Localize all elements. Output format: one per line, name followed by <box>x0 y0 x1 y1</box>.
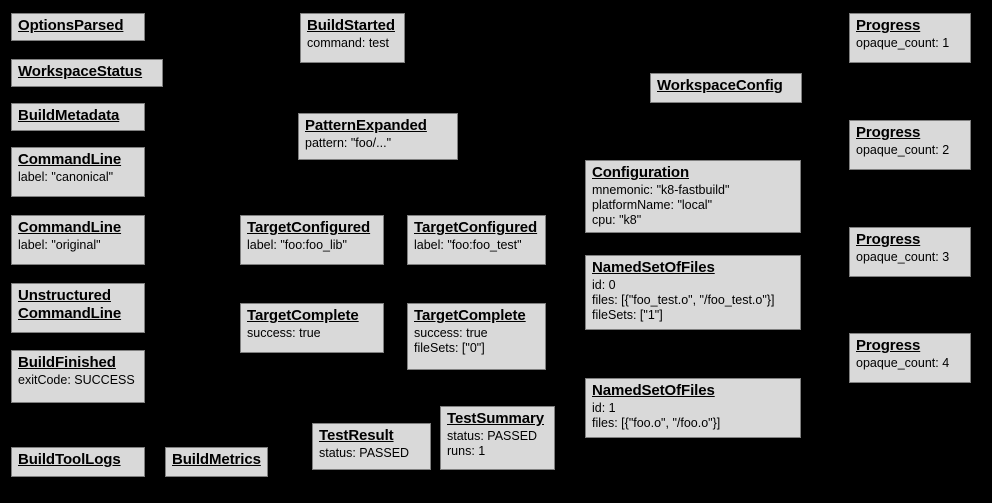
node-field: mnemonic: "k8-fastbuild" <box>592 183 730 197</box>
node-field: label: "foo:foo_test" <box>414 238 522 252</box>
node-title: BuildFinished <box>18 354 116 371</box>
node-field: status: PASSED <box>447 429 538 443</box>
node-field: id: 0 <box>592 278 616 292</box>
node-field: status: PASSED <box>319 446 410 460</box>
node-title: TargetConfigured <box>247 219 371 236</box>
node-field: success: true <box>247 326 321 340</box>
node-workspace-status[interactable]: WorkspaceStatus <box>11 59 163 87</box>
node-title: Progress <box>856 231 921 248</box>
node-pattern-expanded[interactable]: PatternExpanded pattern: "foo/..." <box>298 113 458 160</box>
node-build-finished[interactable]: BuildFinished exitCode: SUCCESS <box>11 350 145 403</box>
node-fields: opaque_count: 4 <box>856 356 964 371</box>
node-progress-1[interactable]: Progress opaque_count: 1 <box>849 13 971 63</box>
node-field: opaque_count: 3 <box>856 250 950 264</box>
node-title: BuildToolLogs <box>18 451 121 468</box>
node-field: platformName: "local" <box>592 198 713 212</box>
node-title: NamedSetOfFiles <box>592 259 715 276</box>
node-field: label: "original" <box>18 238 101 252</box>
node-build-started[interactable]: BuildStarted command: test <box>300 13 405 63</box>
node-field: opaque_count: 1 <box>856 36 950 50</box>
node-fields: label: "foo:foo_test" <box>414 238 539 253</box>
node-field: fileSets: ["0"] <box>414 341 485 355</box>
node-title: Progress <box>856 17 921 34</box>
node-field: opaque_count: 4 <box>856 356 950 370</box>
node-title: TargetConfigured <box>414 219 538 236</box>
node-title: TargetComplete <box>247 307 359 324</box>
node-title: BuildStarted <box>307 17 395 34</box>
node-title: BuildMetadata <box>18 107 120 124</box>
node-title: BuildMetrics <box>172 451 261 468</box>
node-fields: mnemonic: "k8-fastbuild"platformName: "l… <box>592 183 794 228</box>
node-field: exitCode: SUCCESS <box>18 373 135 387</box>
node-build-tool-logs[interactable]: BuildToolLogs <box>11 447 145 477</box>
node-fields: command: test <box>307 36 398 51</box>
node-command-line-original[interactable]: CommandLine label: "original" <box>11 215 145 265</box>
node-title: Unstructured CommandLine <box>18 287 122 322</box>
node-fields: opaque_count: 2 <box>856 143 964 158</box>
node-options-parsed[interactable]: OptionsParsed <box>11 13 145 41</box>
node-field: cpu: "k8" <box>592 213 642 227</box>
node-title: WorkspaceConfig <box>657 77 783 94</box>
node-target-configured-foo-test[interactable]: TargetConfigured label: "foo:foo_test" <box>407 215 546 265</box>
node-progress-3[interactable]: Progress opaque_count: 3 <box>849 227 971 277</box>
node-title: Progress <box>856 124 921 141</box>
node-fields: status: PASSED <box>319 446 424 461</box>
node-field: pattern: "foo/..." <box>305 136 392 150</box>
node-title: TestResult <box>319 427 394 444</box>
node-build-metadata[interactable]: BuildMetadata <box>11 103 145 131</box>
node-title: CommandLine <box>18 151 122 168</box>
node-field: opaque_count: 2 <box>856 143 950 157</box>
node-fields: pattern: "foo/..." <box>305 136 451 151</box>
node-field: success: true <box>414 326 488 340</box>
node-fields: label: "canonical" <box>18 170 138 185</box>
node-field: id: 1 <box>592 401 616 415</box>
node-title: CommandLine <box>18 219 122 236</box>
node-title: TargetComplete <box>414 307 526 324</box>
node-progress-4[interactable]: Progress opaque_count: 4 <box>849 333 971 383</box>
node-target-configured-foo-lib[interactable]: TargetConfigured label: "foo:foo_lib" <box>240 215 384 265</box>
node-title: WorkspaceStatus <box>18 63 143 80</box>
node-target-complete-foo-lib[interactable]: TargetComplete success: true <box>240 303 384 353</box>
node-title: NamedSetOfFiles <box>592 382 715 399</box>
node-field: label: "canonical" <box>18 170 114 184</box>
node-workspace-config[interactable]: WorkspaceConfig <box>650 73 802 103</box>
node-title: Configuration <box>592 164 690 181</box>
node-fields: label: "foo:foo_lib" <box>247 238 377 253</box>
node-title: OptionsParsed <box>18 17 124 34</box>
node-test-result[interactable]: TestResult status: PASSED <box>312 423 431 470</box>
node-command-line-canonical[interactable]: CommandLine label: "canonical" <box>11 147 145 197</box>
node-field: files: [{"foo.o", "/foo.o"}] <box>592 416 721 430</box>
node-fields: exitCode: SUCCESS <box>18 373 138 388</box>
node-fields: opaque_count: 1 <box>856 36 964 51</box>
node-title: Progress <box>856 337 921 354</box>
node-build-metrics[interactable]: BuildMetrics <box>165 447 268 477</box>
node-field: runs: 1 <box>447 444 486 458</box>
node-field: command: test <box>307 36 389 50</box>
node-fields: opaque_count: 3 <box>856 250 964 265</box>
node-title: PatternExpanded <box>305 117 427 134</box>
node-field: label: "foo:foo_lib" <box>247 238 347 252</box>
node-configuration[interactable]: Configuration mnemonic: "k8-fastbuild"pla… <box>585 160 801 233</box>
node-unstructured-command-line[interactable]: Unstructured CommandLine <box>11 283 145 333</box>
node-fields: label: "original" <box>18 238 138 253</box>
node-field: files: [{"foo_test.o", "/foo_test.o"}] <box>592 293 775 307</box>
node-progress-2[interactable]: Progress opaque_count: 2 <box>849 120 971 170</box>
node-field: fileSets: ["1"] <box>592 308 663 322</box>
node-fields: success: true <box>247 326 377 341</box>
node-title: TestSummary <box>447 410 544 427</box>
